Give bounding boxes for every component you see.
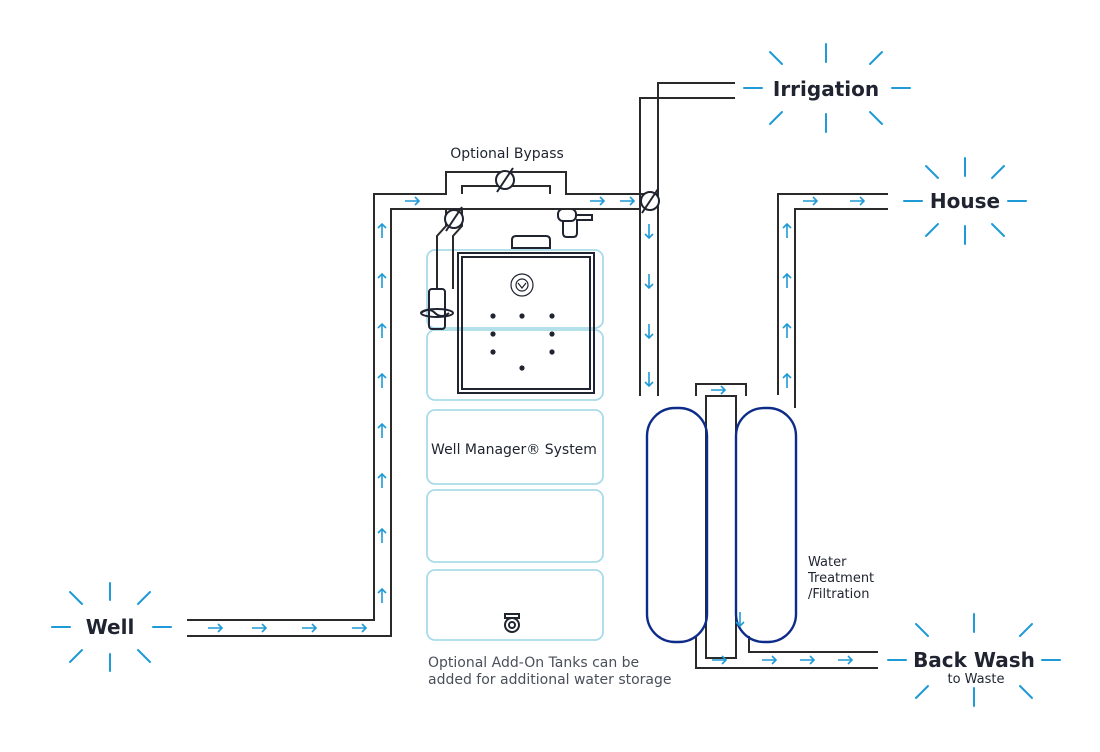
flow-arrow-up	[782, 322, 792, 338]
label-addon-1: Optional Add-On Tanks can be	[428, 655, 639, 671]
flow-arrow-right	[800, 655, 816, 665]
flow-arrow-down	[644, 274, 654, 290]
side-valve-icon	[420, 288, 454, 330]
tank-module-4	[426, 489, 604, 563]
burst-backwash-icon	[887, 613, 1061, 707]
flow-arrow-up	[377, 587, 387, 603]
storage-tank-stack	[426, 249, 604, 641]
flow-arrow-down	[644, 324, 654, 340]
flow-arrow-up	[377, 422, 387, 438]
label-treatment-3: /Filtration	[808, 587, 869, 602]
valves	[444, 167, 660, 232]
flow-arrow-up	[377, 372, 387, 388]
flow-arrow-right	[803, 196, 819, 206]
flow-arrow-up	[782, 272, 792, 288]
filter-tank-left	[645, 406, 709, 644]
flow-arrow-right	[838, 655, 854, 665]
pipe-network	[187, 82, 888, 669]
flow-arrow-up	[782, 372, 792, 388]
flow-arrow-up	[377, 272, 387, 288]
label-treatment-1: Water	[808, 555, 847, 570]
inlet-valve-icon	[444, 206, 464, 232]
outlet-valve-icon	[640, 188, 660, 214]
label-treatment-2: Treatment	[807, 571, 874, 586]
flow-arrow-right	[252, 623, 268, 633]
tank-module-5	[426, 569, 604, 641]
flow-arrows	[208, 196, 866, 665]
flow-arrow-right	[850, 196, 866, 206]
label-back-wash: Back Wash	[913, 648, 1035, 672]
flow-arrow-right	[302, 623, 318, 633]
flow-arrow-up	[377, 222, 387, 238]
flow-arrow-right	[352, 623, 368, 633]
tank-module-1	[426, 249, 604, 329]
filter-tanks	[645, 406, 798, 644]
label-system: Well Manager® System	[431, 442, 597, 458]
flow-arrow-right	[405, 196, 421, 206]
tank-module-3	[426, 409, 604, 485]
flow-arrow-right	[208, 623, 224, 633]
burst-irrigation-icon	[743, 43, 911, 133]
label-well: Well	[86, 615, 135, 639]
flow-arrow-up	[377, 322, 387, 338]
label-addon-2: added for additional water storage	[428, 672, 672, 688]
flow-arrow-right	[620, 196, 636, 206]
control-unit	[457, 235, 595, 394]
flow-arrow-right	[762, 655, 778, 665]
flow-arrow-down	[644, 224, 654, 240]
label-irrigation: Irrigation	[773, 77, 879, 101]
label-house: House	[930, 189, 1000, 213]
flow-arrow-up	[782, 222, 792, 238]
flow-arrow-right	[712, 655, 728, 665]
drain-fitting-icon	[504, 613, 520, 633]
tank-module-2	[426, 329, 604, 401]
flow-arrow-right	[590, 196, 606, 206]
label-back-wash-sub: to Waste	[947, 672, 1004, 687]
pressure-switch-icon	[557, 208, 593, 238]
control-unit-outer	[457, 252, 595, 394]
burst-well-icon	[51, 582, 172, 672]
flow-arrow-right	[711, 385, 727, 395]
flow-arrow-up	[377, 472, 387, 488]
flow-arrow-up	[377, 527, 387, 543]
brand-logo-icon	[510, 273, 534, 297]
label-optional-bypass: Optional Bypass	[450, 146, 564, 162]
control-unit-inner	[461, 256, 591, 390]
bypass-valve-icon	[495, 167, 515, 193]
control-unit-indicator-dots	[490, 313, 555, 371]
flow-arrow-down	[644, 372, 654, 388]
burst-house-icon	[903, 157, 1027, 245]
flow-arrow-down	[735, 612, 745, 628]
filter-tank-right	[734, 406, 798, 644]
